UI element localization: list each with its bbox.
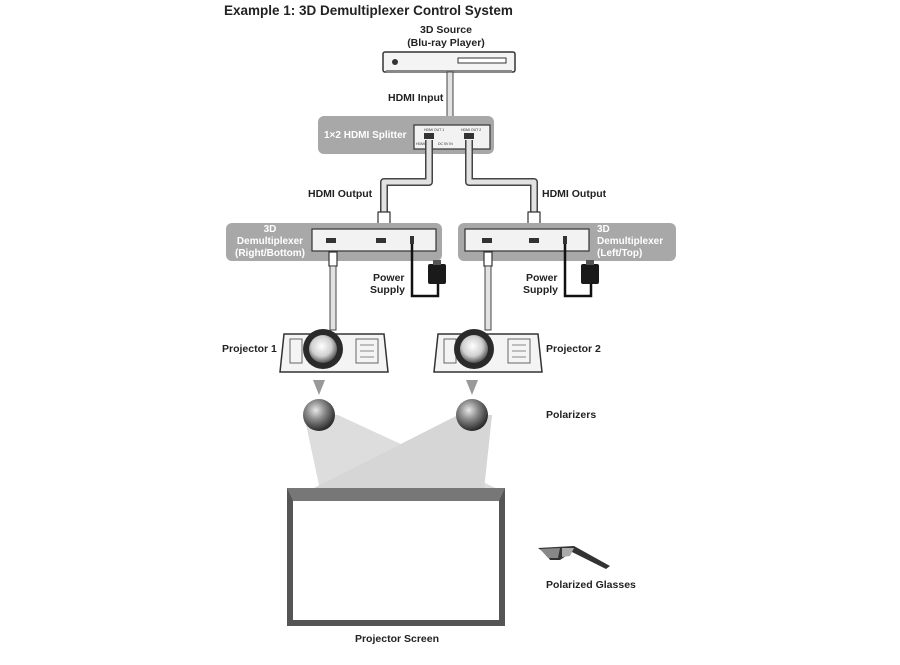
hdmi-input-label: HDMI Input <box>388 92 444 104</box>
hdmi-splitter: 1×2 HDMI Splitter HDMI OUT 1 HDMI OUT 2 … <box>318 116 494 154</box>
demux-left-line3: (Right/Bottom) <box>235 248 305 259</box>
power-supply-right-line2: Supply <box>523 284 558 296</box>
bluray-player <box>382 51 516 73</box>
hdmi-output-right-label: HDMI Output <box>542 188 607 200</box>
glasses-label: Polarized Glasses <box>546 579 636 591</box>
projector-screen <box>287 488 505 626</box>
demux-right-line1: 3D <box>597 224 610 235</box>
polarizers-label: Polarizers <box>546 409 596 421</box>
splitter-port-out1: HDMI OUT 1 <box>424 128 444 132</box>
diagram-title: Example 1: 3D Demultiplexer Control Syst… <box>224 3 513 18</box>
splitter-port-out2: HDMI OUT 2 <box>461 128 481 132</box>
power-supply-left <box>410 244 446 298</box>
projector-2 <box>433 329 543 373</box>
projector-cables <box>328 251 493 331</box>
demux-right-line2: Demultiplexer <box>597 236 663 247</box>
demux-left-line1: 3D <box>264 224 277 235</box>
power-supply-left-line2: Supply <box>370 284 405 296</box>
polarizer-right <box>456 399 488 431</box>
demux-left: 3D Demultiplexer (Right/Bottom) <box>226 223 442 261</box>
source-label-line2: (Blu-ray Player) <box>407 37 485 49</box>
splitter-label: 1×2 HDMI Splitter <box>324 130 407 141</box>
demux-right-line3: (Left/Top) <box>597 248 642 259</box>
projector-1 <box>279 329 389 373</box>
polarizer-left <box>303 399 335 431</box>
projector-2-label: Projector 2 <box>546 343 601 355</box>
power-supply-left-line1: Power <box>373 272 405 284</box>
splitter-port-in: HDMI IN <box>416 142 430 146</box>
projector-screen-label: Projector Screen <box>355 633 439 645</box>
hdmi-output-left-label: HDMI Output <box>308 188 373 200</box>
hdmi-input-cable <box>446 71 454 121</box>
arrow-down-icon <box>466 380 478 395</box>
source-label-line1: 3D Source <box>420 24 472 36</box>
hdmi-output-cables <box>377 140 541 227</box>
glasses-icon <box>538 546 610 569</box>
arrow-down-icon <box>313 380 325 395</box>
demux-left-line2: Demultiplexer <box>237 236 303 247</box>
projector-1-label: Projector 1 <box>222 343 277 355</box>
demux-right: 3D Demultiplexer (Left/Top) <box>458 223 676 261</box>
power-supply-right-line1: Power <box>526 272 558 284</box>
splitter-port-power: DC 5V IN <box>438 142 453 146</box>
light-beams <box>304 415 500 490</box>
power-supply-right <box>563 244 599 298</box>
